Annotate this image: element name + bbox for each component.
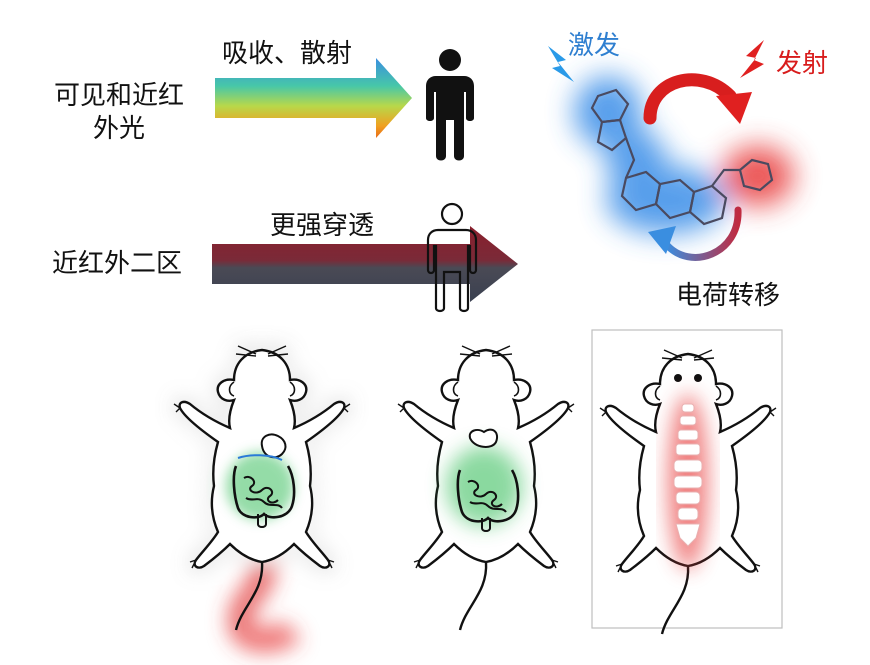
absorb-scatter-label: 吸收、散射 (222, 39, 353, 69)
molecule-structure (590, 88, 774, 226)
mouse-red-glow (174, 346, 350, 653)
nir-ii-label: 近红外二区 (52, 249, 183, 279)
person-outline-icon (426, 202, 478, 313)
visible-nir-label-line1: 可见和近红 (54, 81, 185, 111)
mouse-gut-glow (396, 344, 576, 632)
emission-arrow (643, 73, 752, 125)
mouse-spine-panel (591, 329, 783, 636)
person-solid-icon (426, 49, 474, 161)
lightning-excite-icon (548, 46, 574, 82)
visible-nir-label: 可见和近红 外光 (54, 80, 184, 145)
visible-nir-label-line2: 外光 (93, 113, 146, 144)
nir-ii-arrow (212, 226, 518, 302)
visible-light-arrow (215, 58, 412, 138)
molecule-glow (574, 76, 794, 234)
excite-label: 激发 (568, 31, 621, 61)
charge-transfer-label: 电荷转移 (676, 281, 781, 311)
stronger-penetration-label: 更强穿透 (270, 211, 375, 241)
emit-label: 发射 (776, 49, 829, 79)
lightning-emit-icon (740, 40, 764, 78)
charge-transfer-arrow (648, 206, 742, 261)
